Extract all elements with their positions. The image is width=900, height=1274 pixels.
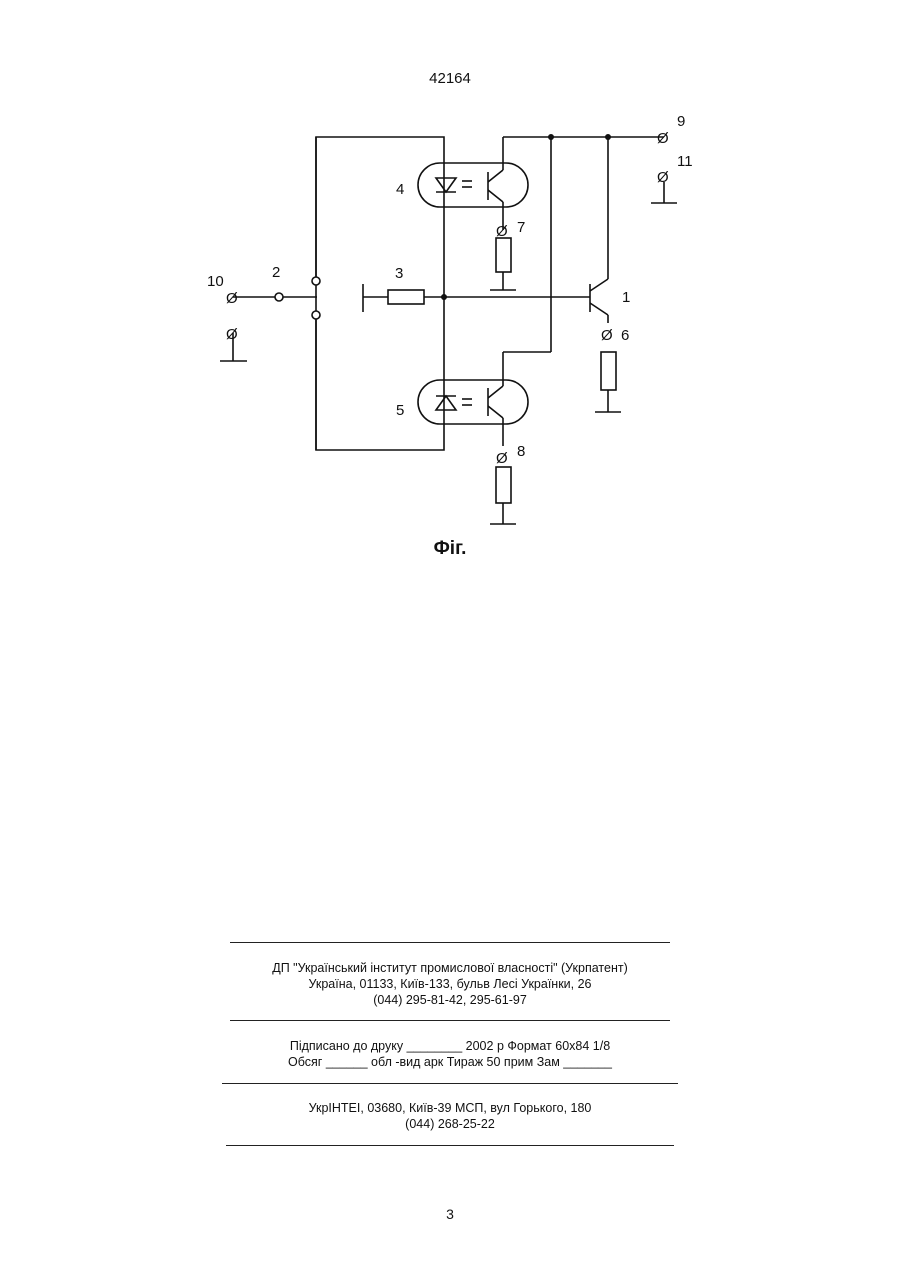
terminal-10: Ø — [226, 290, 238, 307]
label-4: 4 — [396, 181, 404, 198]
page-number: 3 — [0, 1206, 900, 1222]
label-7: 7 — [517, 219, 525, 236]
junction — [441, 294, 447, 300]
switch-contact-lower — [312, 311, 320, 319]
switch-contact-upper — [312, 277, 320, 285]
label-10: 10 — [207, 273, 224, 290]
imprint-print-details: Підписано до друку ________ 2002 р Форма… — [0, 1038, 900, 1070]
resistor-6 — [601, 352, 616, 390]
imprint-line: ДП "Український інститут промислової вла… — [0, 960, 900, 976]
figure-caption: Фіг. — [0, 538, 900, 560]
divider — [222, 1083, 678, 1084]
label-1: 1 — [622, 289, 630, 306]
imprint-line: (044) 295-81-42, 295-61-97 — [0, 992, 900, 1008]
divider — [230, 942, 670, 943]
terminal-11: Ø — [657, 169, 669, 186]
imprint-line: Обсяг ______ обл -вид арк Тираж 50 прим … — [0, 1054, 900, 1070]
junction — [605, 134, 611, 140]
imprint-publisher: ДП "Український інститут промислової вла… — [0, 960, 900, 1008]
label-8: 8 — [517, 443, 525, 460]
resistor-3 — [388, 290, 424, 304]
terminal-8: Ø — [496, 450, 508, 467]
terminal-10-ground: Ø — [226, 326, 238, 343]
divider — [226, 1145, 674, 1146]
label-6: 6 — [621, 327, 629, 344]
imprint-printer: УкрІНТЕІ, 03680, Київ-39 МСП, вул Горько… — [0, 1100, 900, 1132]
imprint-line: (044) 268-25-22 — [0, 1116, 900, 1132]
divider — [230, 1020, 670, 1021]
label-11: 11 — [677, 153, 693, 170]
resistor-7 — [496, 238, 511, 272]
label-3: 3 — [395, 265, 403, 282]
imprint-line: УкрІНТЕІ, 03680, Київ-39 МСП, вул Горько… — [0, 1100, 900, 1116]
resistor-8 — [496, 467, 511, 503]
junction — [548, 134, 554, 140]
terminal-9: Ø — [657, 130, 669, 147]
label-5: 5 — [396, 402, 404, 419]
label-2: 2 — [272, 264, 280, 281]
circuit-diagram: Ø Ø Ø Ø Ø Ø Ø 1 2 3 4 5 6 7 8 9 10 11 — [0, 0, 900, 560]
optocoupler-5 — [418, 380, 528, 424]
optocoupler-4 — [418, 163, 528, 207]
terminal-7: Ø — [496, 223, 508, 240]
imprint-line: Україна, 01133, Київ-133, бульв Лесі Укр… — [0, 976, 900, 992]
imprint-line: Підписано до друку ________ 2002 р Форма… — [0, 1038, 900, 1054]
switch-2-pivot — [275, 293, 283, 301]
label-9: 9 — [677, 113, 685, 130]
terminal-6: Ø — [601, 327, 613, 344]
